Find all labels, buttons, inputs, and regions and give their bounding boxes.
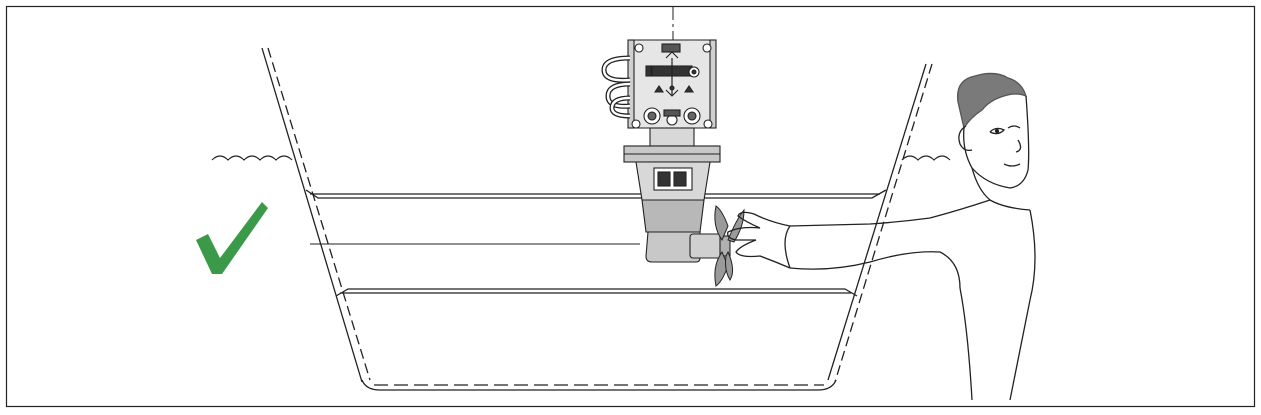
person [727, 72, 1036, 401]
person-hair [956, 72, 1027, 130]
waterline-right [901, 155, 951, 161]
waterline-left [211, 155, 293, 161]
hull [261, 47, 933, 391]
checkmark-icon [196, 202, 268, 274]
thruster-motor [601, 39, 731, 263]
figure-frame [5, 5, 1256, 408]
